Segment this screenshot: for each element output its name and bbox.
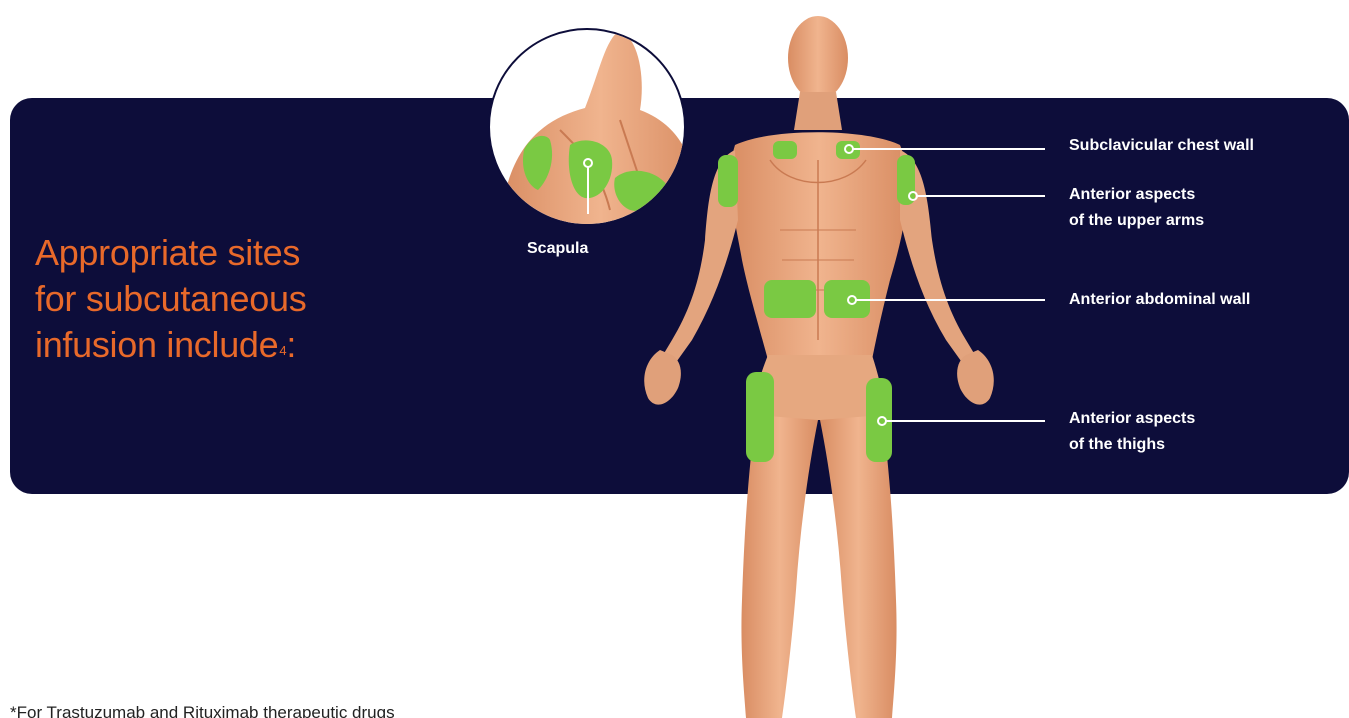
site-label-thighs-line-1: Anterior aspects [1069,406,1195,432]
upper-arm-site-right [897,155,915,205]
thigh-site-left [746,372,774,462]
site-label-upper-arms-line-2: of the upper arms [1069,208,1204,234]
site-label-upper-arms: Anterior aspects of the upper arms [1069,182,1204,234]
right-hand [957,350,994,405]
scapula-label: Scapula [527,240,588,258]
torso [730,132,907,360]
abdomen-site-left [764,280,816,318]
left-hand [644,350,681,405]
scapula-inset [489,29,700,230]
footnote: *For Trastuzumab and Rituximab therapeut… [10,703,395,718]
upper-arm-site-left [718,155,738,207]
site-label-thighs-line-2: of the thighs [1069,432,1195,458]
chest-site-left [773,141,797,159]
human-figure [644,16,994,718]
site-label-chest-line-1: Subclavicular chest wall [1069,133,1254,159]
head [788,16,848,100]
site-label-abdomen: Anterior abdominal wall [1069,287,1250,313]
site-label-abdomen-line-1: Anterior abdominal wall [1069,287,1250,313]
site-label-chest: Subclavicular chest wall [1069,133,1254,159]
site-label-upper-arms-line-1: Anterior aspects [1069,182,1204,208]
site-label-thighs: Anterior aspects of the thighs [1069,406,1195,458]
